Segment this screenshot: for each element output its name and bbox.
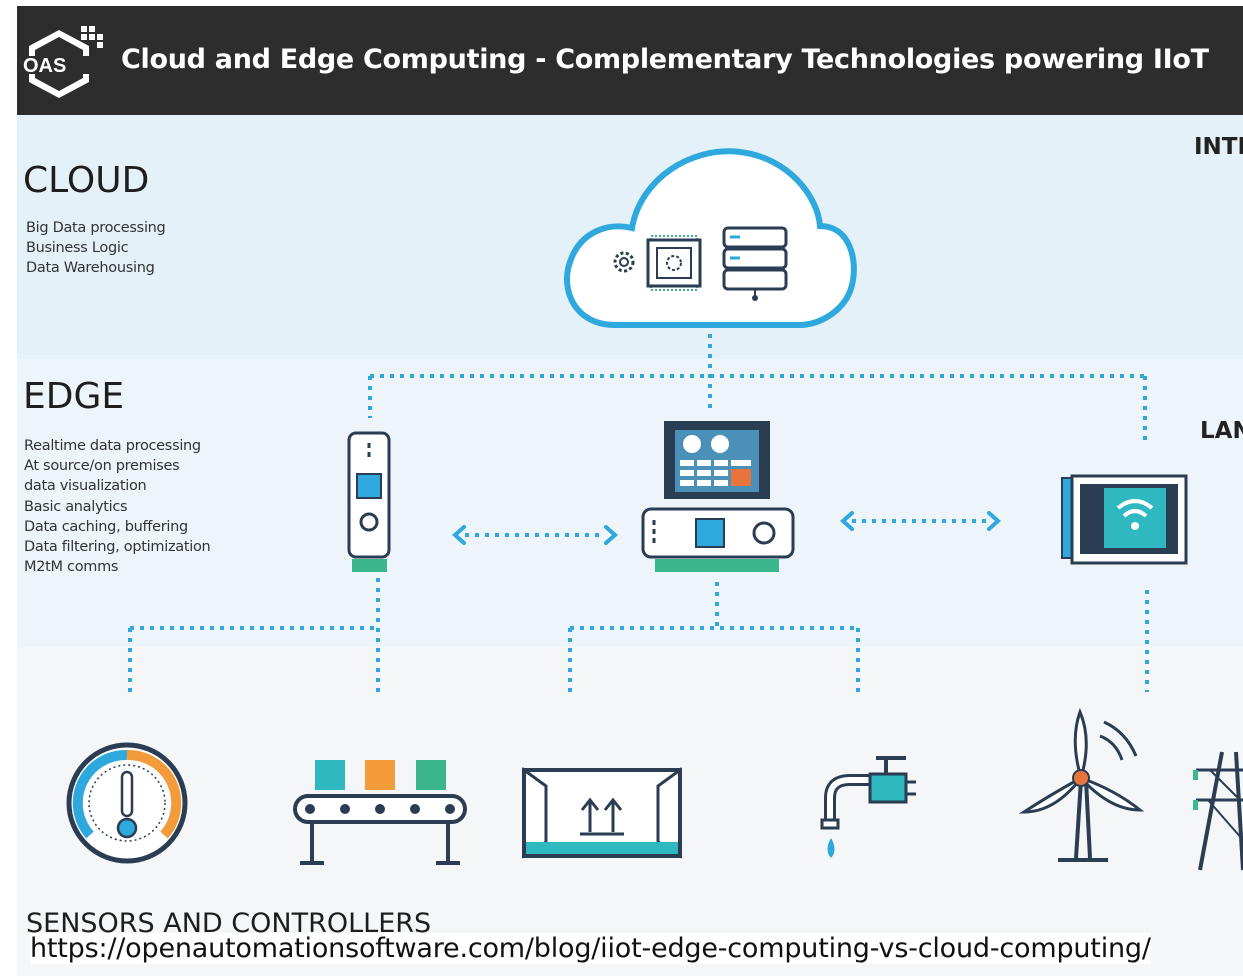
- wifi-router-icon: [1061, 474, 1188, 565]
- edge-band: [17, 359, 1243, 647]
- wind-turbine-icon: [1018, 707, 1145, 862]
- header-bar: OAS Cloud and Edge Computing - Complemen…: [17, 6, 1243, 115]
- feature-item: Data Warehousing: [26, 260, 155, 277]
- edge-title: EDGE: [23, 376, 125, 417]
- feature-item: Realtime data processing: [24, 438, 201, 454]
- controller-unit-icon: [641, 507, 795, 572]
- feature-item: Basic analytics: [24, 498, 128, 515]
- cloud-icon: [564, 148, 857, 328]
- hmi-panel-icon: [664, 421, 770, 499]
- cpu-chip-icon: [646, 235, 702, 291]
- feature-item: Data caching, buffering: [24, 518, 188, 535]
- package-icon: [522, 767, 682, 859]
- edge-gateway-icon: [347, 431, 391, 572]
- feature-item: Data filtering, optimization: [24, 539, 211, 556]
- feature-item: Big Data processing: [26, 220, 166, 236]
- feature-item: At source/on premises: [24, 458, 180, 475]
- arrowheads: [451, 511, 1002, 545]
- cloud-title: CLOUD: [23, 160, 150, 201]
- oas-logo: OAS: [21, 26, 103, 98]
- feature-item: Business Logic: [26, 240, 129, 257]
- connector-lines: [128, 334, 1149, 692]
- database-server-icon: [722, 226, 788, 301]
- temperature-gauge-icon: [66, 742, 188, 864]
- conveyor-belt-icon: [293, 760, 467, 865]
- lan-label: LAN: [1200, 418, 1243, 444]
- page-title: Cloud and Edge Computing - Complementary…: [121, 44, 1209, 75]
- svg-text:OAS: OAS: [23, 55, 66, 77]
- edge-features: Realtime data processing At source/on pr…: [24, 436, 211, 577]
- gear-icon: [613, 251, 635, 273]
- water-faucet-icon: [820, 756, 916, 858]
- feature-item: data visualization: [24, 478, 147, 495]
- feature-item: M2tM comms: [24, 559, 119, 576]
- power-tower-icon: [1193, 751, 1243, 871]
- source-url: https://openautomationsoftware.com/blog/…: [30, 933, 1151, 964]
- cloud-features: Big Data processing Business Logic Data …: [26, 218, 166, 279]
